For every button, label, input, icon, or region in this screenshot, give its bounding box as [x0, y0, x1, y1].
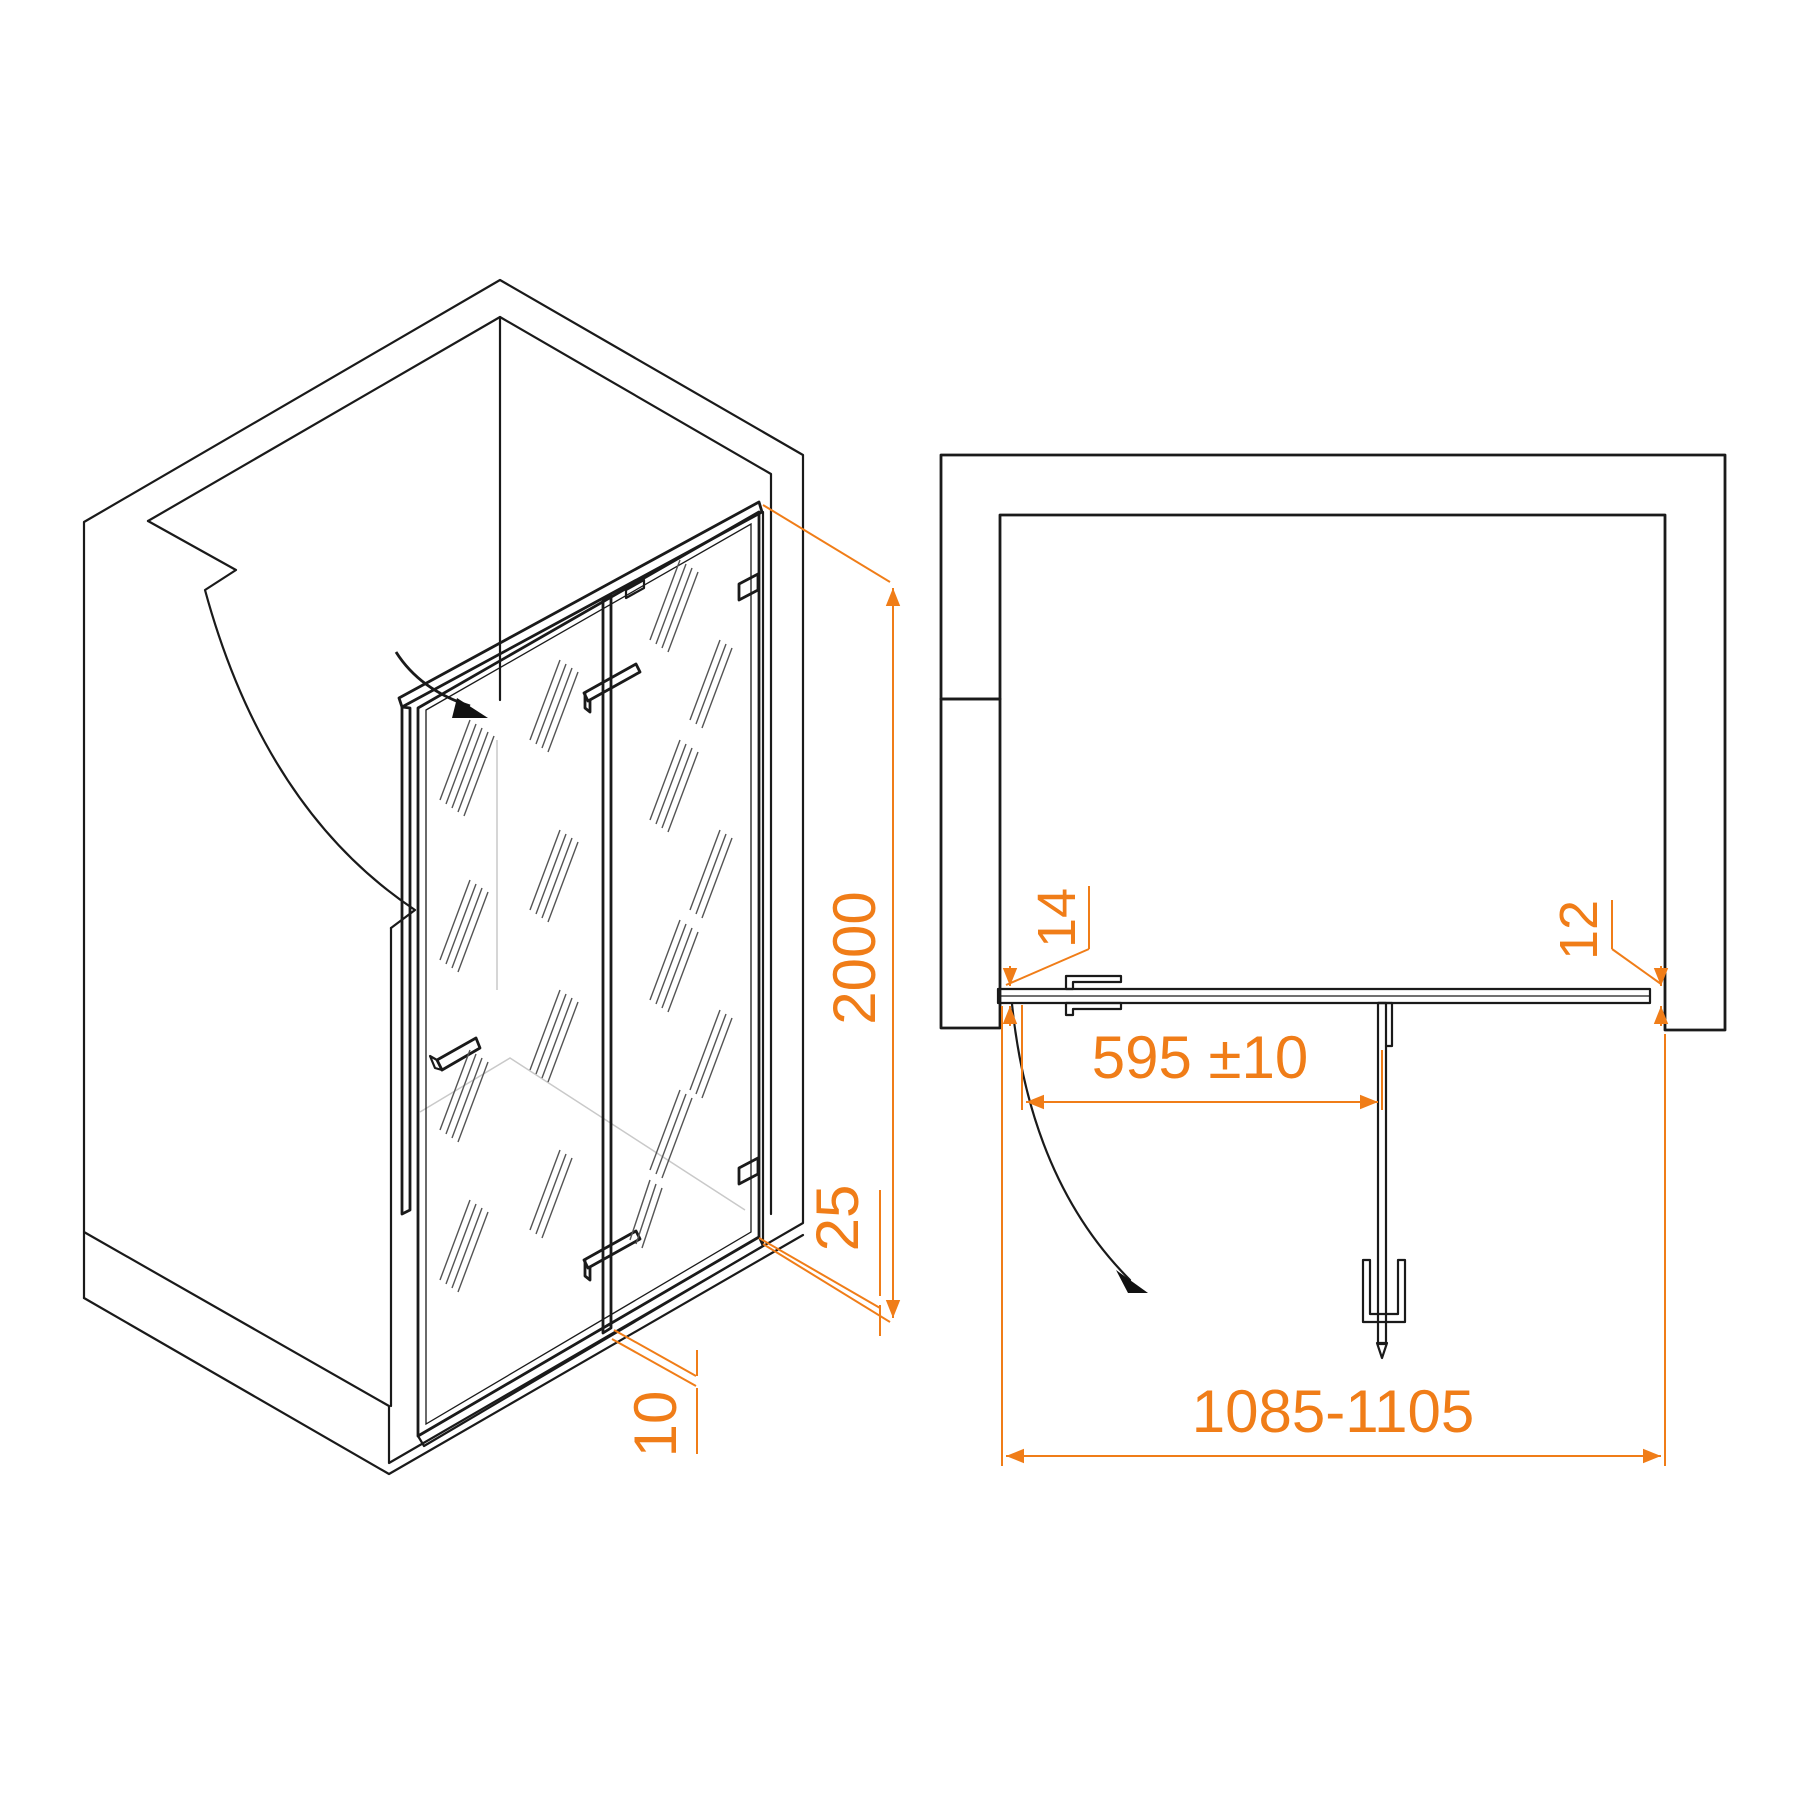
niche-back-recess: [146, 315, 773, 1216]
niche-inner-floor-lines: [419, 740, 746, 1211]
door-left-profile: [400, 705, 412, 1216]
wall-hinge-upper: [737, 572, 760, 602]
plan-swing-arc: [1010, 1002, 1148, 1293]
niche-curved-edge: [146, 519, 417, 930]
fold-hinge-lower: [582, 1229, 642, 1282]
opening-direction-arrow-iso: [394, 651, 488, 718]
niche-wall-outline: [82, 278, 805, 1465]
bottom-gap-label: 25: [804, 1185, 871, 1252]
total-width-label: 1085-1105: [1192, 1378, 1474, 1445]
plan-handle: [1064, 974, 1123, 1017]
niche-plinth-line: [82, 1233, 805, 1476]
plan-open-panel-handle: [1361, 1258, 1407, 1360]
door-top-rail: [397, 500, 764, 709]
door-opening-dimension: [1021, 1005, 1383, 1110]
door-frame-outline: [416, 510, 761, 1438]
threshold-dimension: [611, 1329, 698, 1454]
plan-left-wall: [939, 697, 1002, 1030]
height-label: 2000: [821, 891, 888, 1024]
glass-reflection-hatching: [439, 559, 733, 1293]
right-gap-dimension: [1611, 900, 1669, 1026]
isometric-view: 2000 25 10: [82, 278, 901, 1476]
threshold-label: 10: [622, 1391, 689, 1458]
small-clip: [624, 578, 646, 600]
door-bottom-threshold: [416, 1235, 765, 1448]
left-gap-label: 14: [1027, 888, 1087, 948]
left-gap-dimension: [1002, 886, 1090, 1026]
bottom-gap-dimension: [758, 1190, 881, 1336]
door-handle: [428, 1036, 482, 1072]
door-opening-label: 595 ±10: [1092, 1024, 1308, 1091]
wall-hinge-lower: [737, 1156, 760, 1186]
right-gap-label: 12: [1549, 900, 1609, 960]
door-frame-inner: [425, 522, 752, 1426]
panel-seam: [601, 594, 613, 1335]
plan-view: 14 12 595 ±10 1085-1105: [939, 453, 1727, 1466]
height-dimension: [762, 504, 901, 1323]
fold-hinge-upper: [582, 662, 642, 714]
plan-door-closed: [996, 987, 1652, 1005]
total-width-dimension: [1001, 1006, 1666, 1466]
